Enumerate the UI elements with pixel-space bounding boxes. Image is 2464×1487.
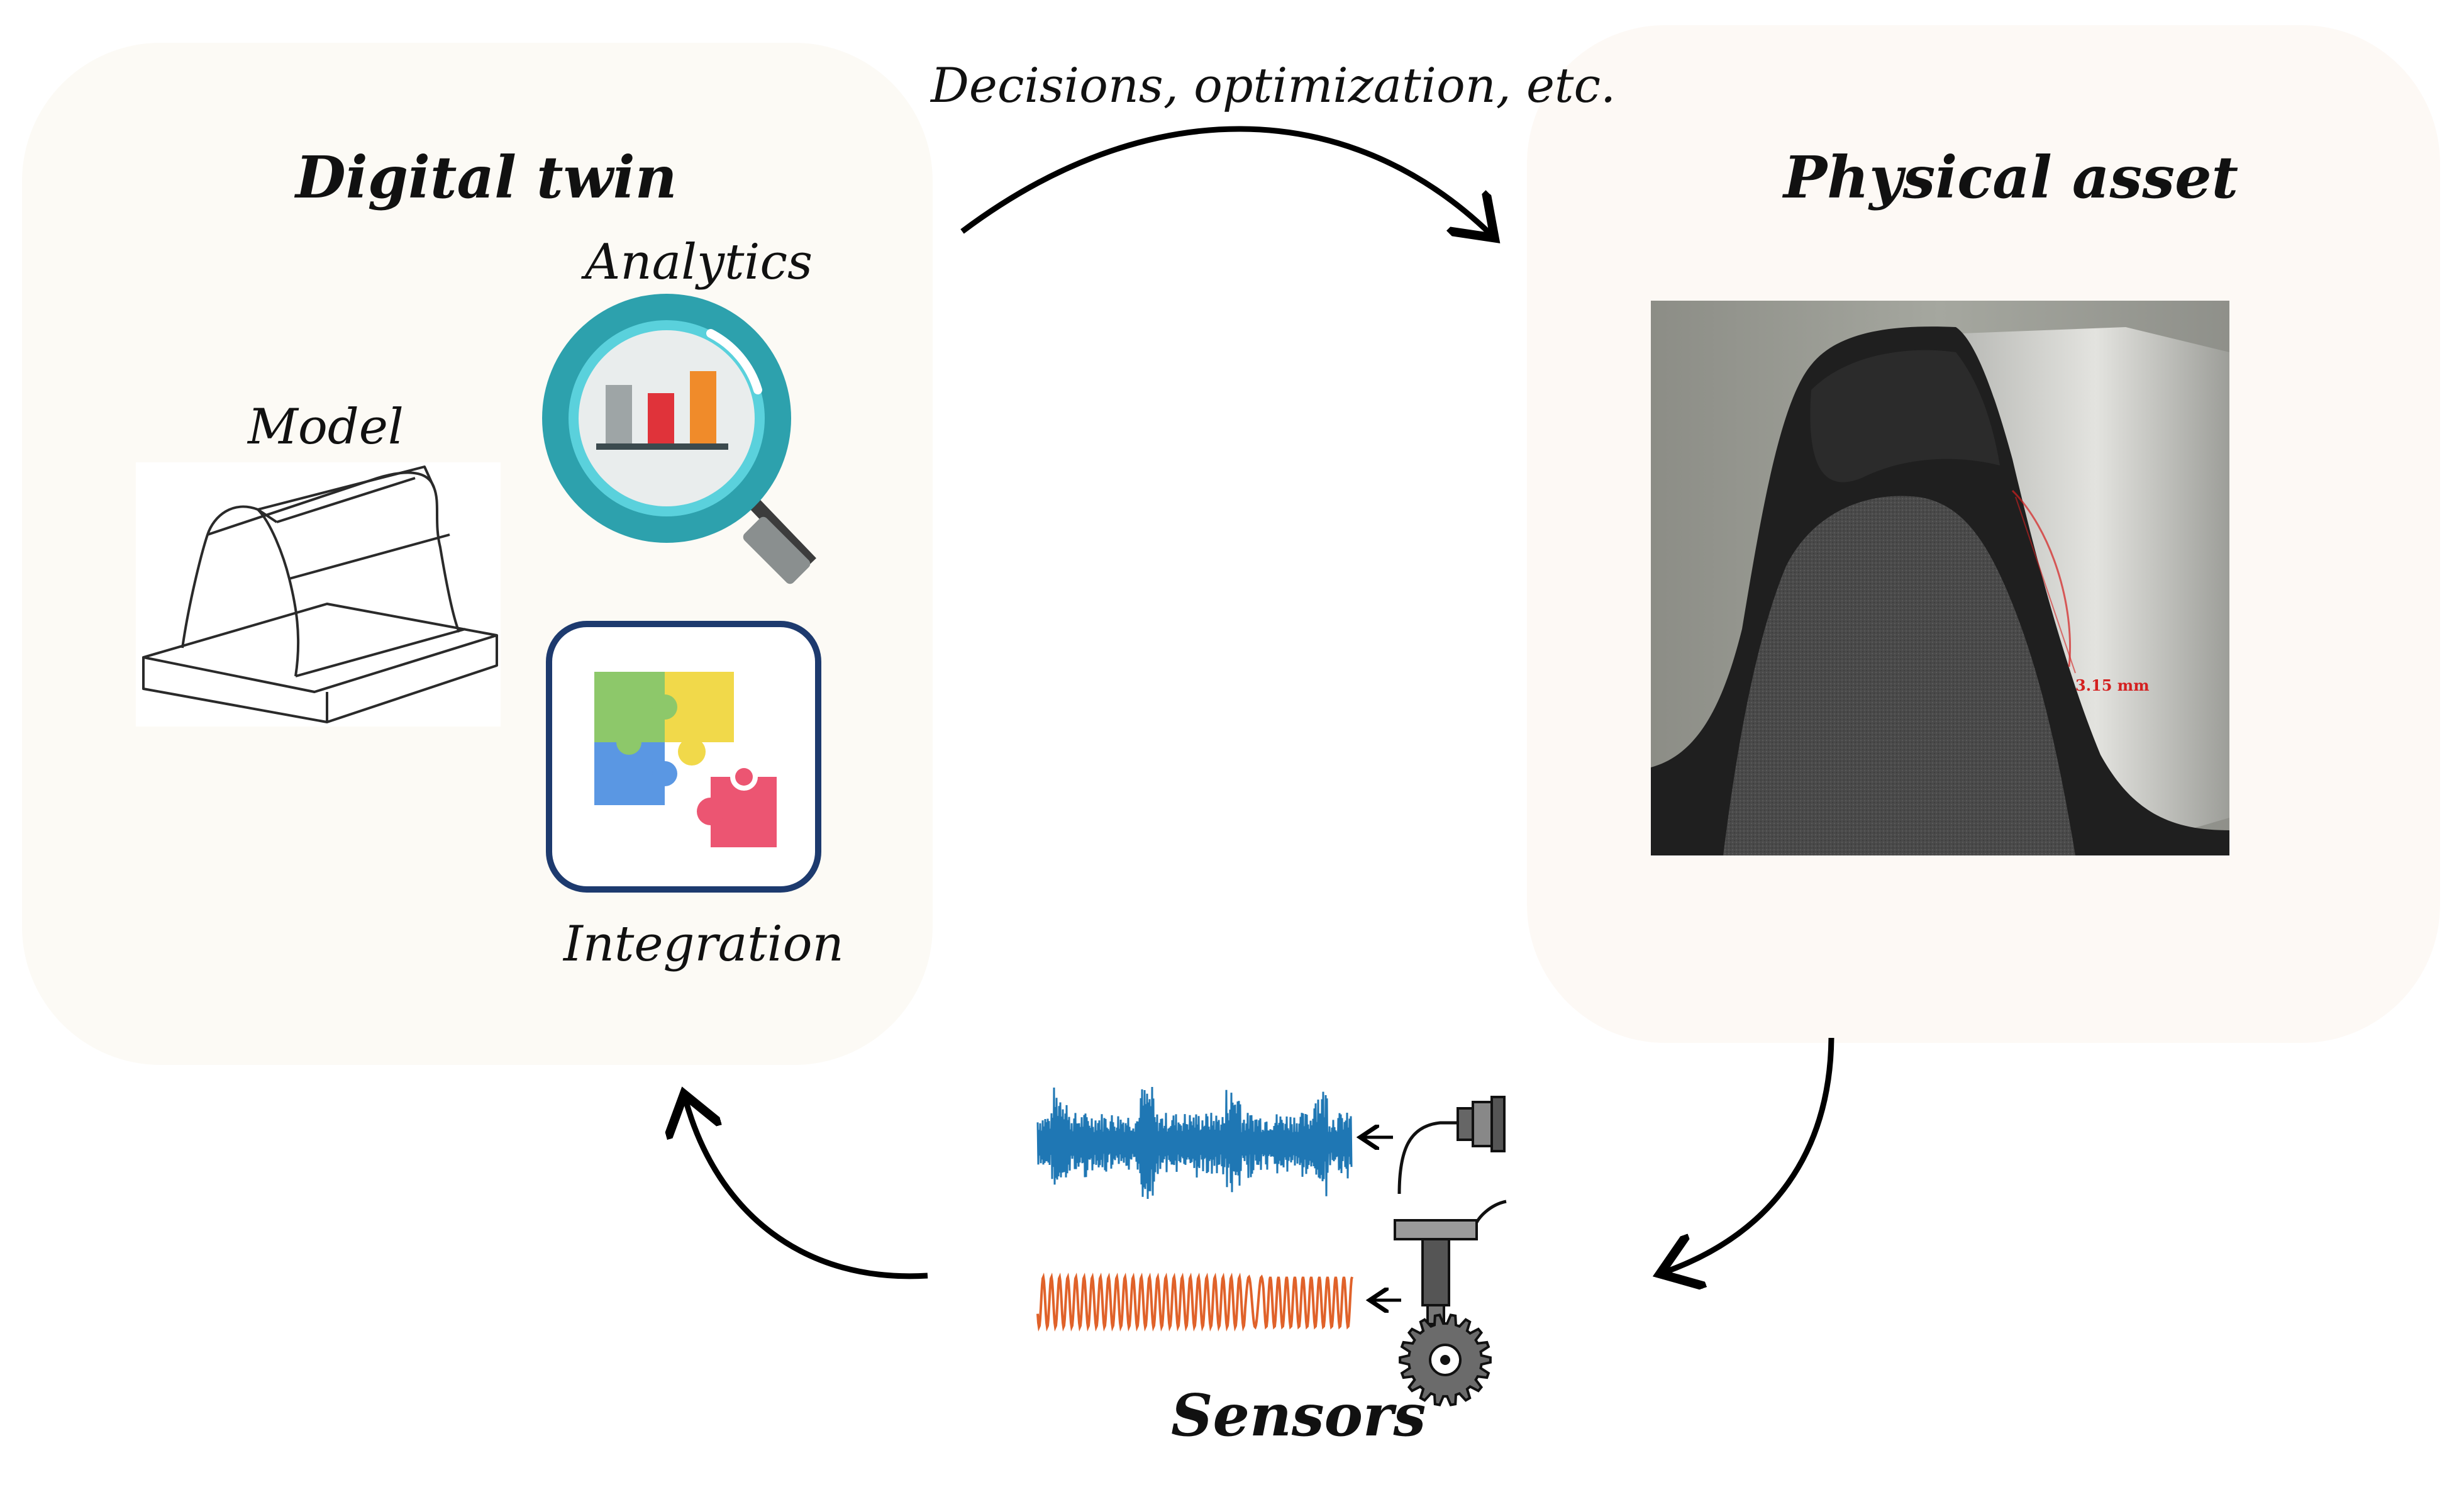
encoder-waveform <box>1036 1273 1353 1332</box>
physical-asset-title: Physical asset <box>1784 143 2239 211</box>
decisions-label: Decisions, optimization, etc. <box>931 57 1616 113</box>
encoder-signal <box>1036 1273 1353 1332</box>
encoder-icon <box>1394 1200 1507 1325</box>
analytics-label: Analytics <box>585 234 813 291</box>
vibration-signal <box>1036 1086 1353 1200</box>
gear-axle <box>1440 1355 1450 1365</box>
sensors-title: Sensors <box>1171 1381 1426 1449</box>
top-arrow <box>960 126 1490 234</box>
digital-twin-title: Digital twin <box>296 143 677 211</box>
right-arrow <box>1665 1037 1834 1272</box>
gear-tooth-photo: 3.15 mm <box>1651 301 2229 855</box>
vibration-waveform <box>1036 1086 1353 1200</box>
integration-label: Integration <box>563 916 844 972</box>
accelerometer-icon <box>1397 1096 1506 1195</box>
magnifier-bar-chart-icon <box>542 294 816 584</box>
gear-icon <box>1399 1313 1492 1406</box>
model-label: Model <box>248 399 404 455</box>
left-arrow <box>685 1100 928 1279</box>
gear-tooth-cad-icon <box>136 462 501 727</box>
measurement-label: 3.15 mm <box>2075 676 2150 694</box>
puzzle-icon <box>546 621 821 893</box>
